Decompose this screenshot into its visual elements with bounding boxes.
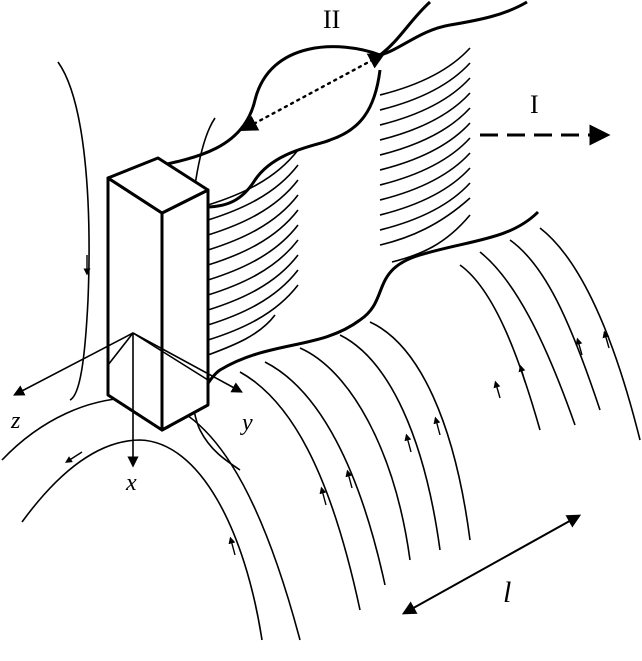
length-double-arrow bbox=[401, 514, 582, 615]
field-line-hump-6 bbox=[459, 264, 541, 431]
field-line-inner-left bbox=[21, 439, 263, 641]
box-right-face bbox=[160, 188, 210, 432]
field-line-hump-7 bbox=[479, 251, 576, 426]
label-region-two: II bbox=[323, 5, 340, 34]
field-line-hump-8 bbox=[509, 239, 601, 411]
sheet-stripes bbox=[207, 47, 471, 356]
axes bbox=[13, 332, 243, 468]
field-arrow-hump-4 bbox=[404, 433, 412, 453]
field-line-hump-2 bbox=[264, 361, 386, 586]
field-arrow-hump-8 bbox=[575, 337, 583, 356]
field-line-arrows bbox=[65, 330, 610, 556]
label-axis-z: z bbox=[10, 408, 21, 434]
field-arrow-hump-7 bbox=[518, 364, 526, 383]
field-arrow-left-outer bbox=[65, 451, 83, 463]
label-region-one: I bbox=[530, 90, 539, 119]
sheet-top-edge bbox=[107, 0, 432, 180]
field-arrow-hump-2 bbox=[319, 486, 327, 506]
axis-y-arrow bbox=[132, 332, 243, 393]
field-arrow-hump-5 bbox=[433, 416, 441, 436]
field-line-down-left bbox=[57, 61, 90, 401]
field-line-hump-9 bbox=[539, 227, 641, 441]
box-front-face bbox=[106, 176, 164, 432]
field-line-hump-3 bbox=[299, 347, 411, 561]
box-top-face bbox=[106, 156, 210, 215]
field-lines-hump bbox=[1, 227, 641, 641]
label-length: l bbox=[503, 576, 511, 609]
label-axis-x: x bbox=[125, 470, 137, 496]
field-line-hump-1 bbox=[239, 371, 361, 611]
field-arrow-hump-9 bbox=[602, 330, 610, 349]
field-line-hump-5 bbox=[369, 321, 471, 541]
dotted-double-arrow bbox=[240, 53, 386, 131]
sheet-top-back bbox=[379, 0, 528, 57]
sheet-bottom-edge bbox=[161, 210, 540, 432]
field-arrow-hump-3 bbox=[345, 469, 353, 489]
axis-z-arrow bbox=[13, 332, 134, 396]
field-arrow-hump-6 bbox=[493, 380, 501, 399]
rectangular-box bbox=[106, 156, 210, 432]
field-arrow-hump-left bbox=[228, 536, 236, 556]
field-line-hump-4 bbox=[339, 334, 441, 551]
label-axis-y: y bbox=[240, 410, 253, 436]
